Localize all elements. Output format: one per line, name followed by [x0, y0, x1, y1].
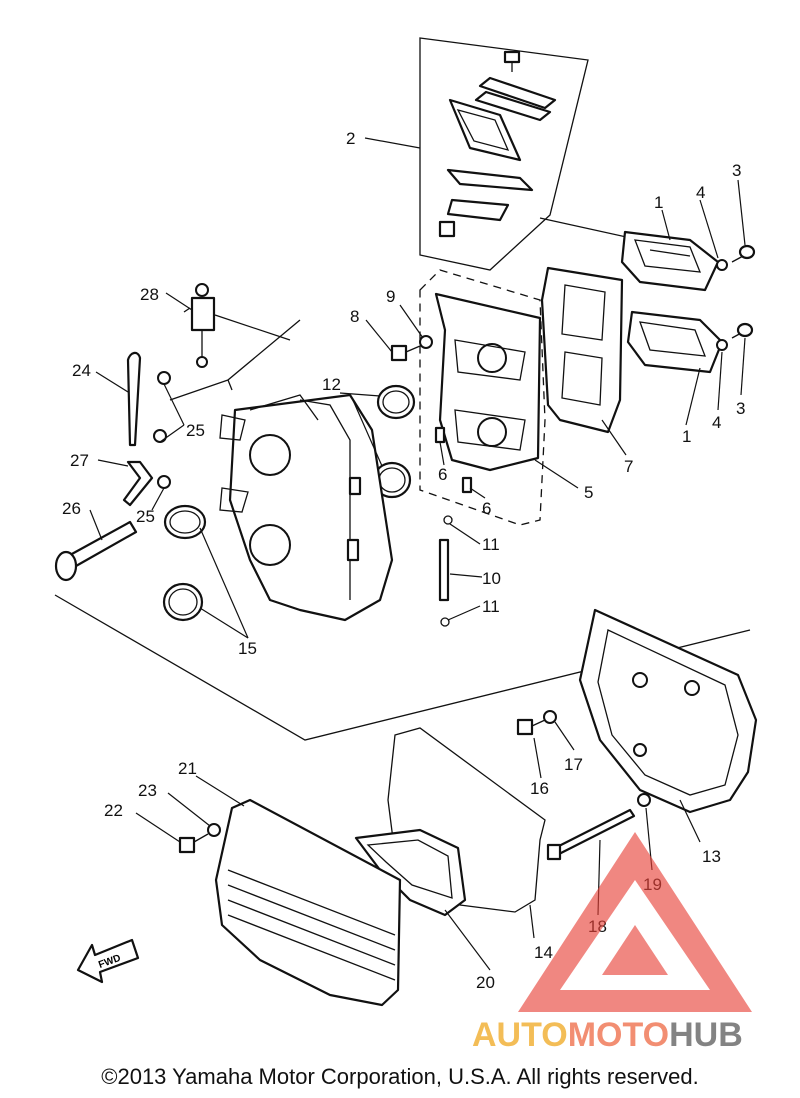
washer-upper — [716, 259, 728, 271]
washer-17 — [543, 710, 557, 724]
reed-valve-kit-parts — [438, 50, 557, 238]
long-bolt-18 — [546, 808, 636, 861]
callout-7: 7 — [624, 457, 633, 476]
watermark-part2: MOTO — [568, 1016, 669, 1054]
callout-17: 17 — [564, 755, 583, 774]
washer-lower — [716, 339, 728, 351]
callout-16: 16 — [530, 779, 549, 798]
callout-11a: 11 — [482, 535, 500, 554]
intake-manifold — [434, 292, 542, 472]
outer-cover-21 — [214, 798, 402, 1007]
bolt-22 — [178, 833, 209, 854]
callout-3a: 3 — [732, 161, 741, 180]
reed-gasket — [540, 266, 624, 434]
callout-26: 26 — [62, 499, 81, 518]
bolt-16 — [516, 718, 546, 736]
anode-rod — [54, 520, 138, 582]
callout-8: 8 — [350, 307, 359, 326]
clip-upper — [443, 515, 453, 525]
callout-6b: 6 — [482, 499, 491, 518]
callout-2: 2 — [346, 129, 355, 148]
callout-22: 22 — [104, 801, 123, 820]
hose-lower — [122, 460, 154, 507]
washer-manifold — [419, 335, 433, 349]
callout-20: 20 — [476, 973, 495, 992]
watermark-text: AUTOMOTOHUB — [472, 1016, 743, 1054]
clamp-upper-a — [157, 371, 171, 385]
callout-1b: 1 — [682, 427, 691, 446]
callout-12: 12 — [322, 375, 341, 394]
reed-valve-lower — [626, 310, 724, 374]
thermo-switch — [183, 283, 216, 368]
reed-valve-kit-box — [419, 37, 641, 271]
callout-11b: 11 — [482, 597, 500, 616]
callout-13: 13 — [702, 847, 721, 866]
hose-upper — [126, 351, 142, 447]
callout-27: 27 — [70, 451, 89, 470]
callout-4b: 4 — [712, 413, 721, 432]
callout-28: 28 — [140, 285, 159, 304]
watermark-part1: AUTO — [472, 1016, 568, 1054]
watermark-triangle — [518, 832, 752, 1012]
fitting-upper — [434, 426, 446, 444]
washer-23 — [207, 823, 221, 837]
callout-25b: 25 — [136, 507, 155, 526]
callout-6a: 6 — [438, 465, 447, 484]
callout-4a: 4 — [696, 183, 705, 202]
fwd-arrow: FWD — [76, 938, 140, 984]
bolt-manifold — [390, 344, 421, 362]
fitting-lower — [461, 476, 473, 494]
clamp-upper-b — [153, 429, 167, 443]
callout-numbers: 1 1 2 3 3 4 4 5 6 6 7 8 9 10 11 11 12 13… — [62, 129, 745, 992]
callout-9: 9 — [386, 287, 395, 306]
callout-23: 23 — [138, 781, 157, 800]
intake-manifold-dashed-box — [419, 269, 546, 526]
washer-19 — [637, 793, 651, 807]
callout-24: 24 — [72, 361, 91, 380]
clip-lower — [440, 617, 450, 627]
clamp-lower — [157, 475, 171, 489]
callout-3b: 3 — [736, 399, 745, 418]
callout-14: 14 — [534, 943, 553, 962]
dowel-pin — [438, 538, 450, 602]
watermark-part3: HUB — [669, 1016, 743, 1054]
callout-1a: 1 — [654, 193, 663, 212]
cylinder-block — [219, 393, 394, 622]
copyright-notice: ©2013 Yamaha Motor Corporation, U.S.A. A… — [101, 1064, 699, 1089]
reed-valve-upper — [620, 230, 720, 292]
callout-5: 5 — [584, 483, 593, 502]
exhaust-cover — [578, 608, 758, 814]
screw-lower — [731, 322, 754, 339]
callout-10: 10 — [482, 569, 501, 588]
callout-15: 15 — [238, 639, 257, 658]
leader-lines — [89, 137, 746, 971]
callout-21: 21 — [178, 759, 197, 778]
screw-upper — [731, 244, 756, 263]
callout-25a: 25 — [186, 421, 205, 440]
watermark-logo: AUTOMOTOHUB — [472, 832, 752, 1054]
